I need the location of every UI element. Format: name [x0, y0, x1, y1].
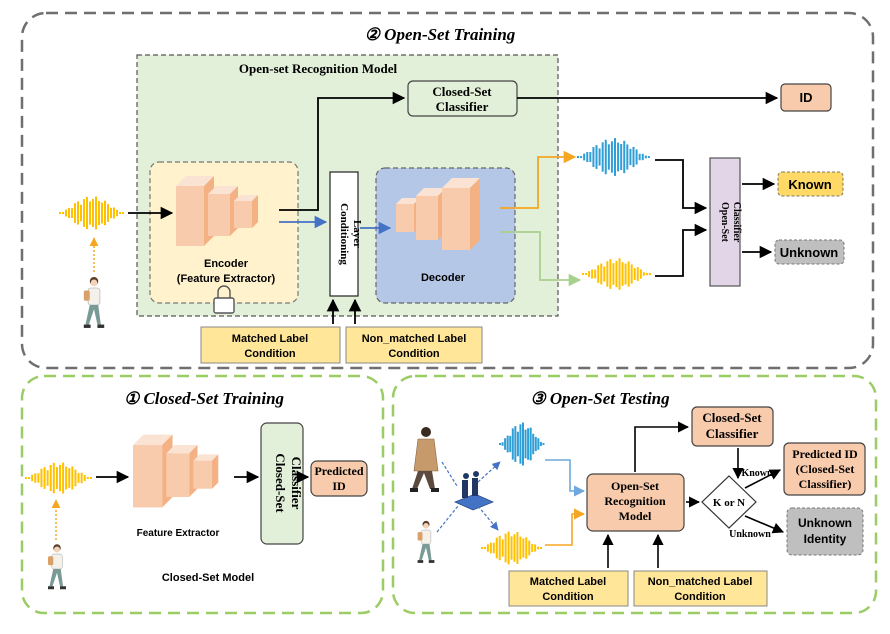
decision-label: K or N	[713, 497, 745, 509]
id-label: ID	[800, 90, 813, 105]
feature-extractor-blocks	[133, 434, 219, 508]
unknown-identity-line1: Unknown	[798, 516, 852, 530]
testing-predicted-line1: Predicted ID	[792, 447, 858, 461]
testing-blue-waveform	[499, 422, 545, 466]
closed-classifier-v-line1: Closed-Set	[273, 453, 288, 513]
predicted-id-box	[310, 460, 368, 497]
open-set-classifier-box	[709, 157, 741, 287]
radar-device-icon	[453, 471, 495, 511]
matched-line1: Matched Label	[232, 333, 308, 345]
radar-link-1	[441, 461, 458, 487]
feature-extractor-label: Feature Extractor	[137, 528, 220, 539]
matched-line2: Condition	[244, 348, 296, 360]
testing-panel-arrows	[545, 421, 785, 568]
unknown-label: Unknown	[780, 245, 839, 260]
top-panel-arrows	[128, 91, 779, 324]
decision-unknown-label: Unknown	[729, 529, 771, 540]
unknown-identity-line2: Identity	[804, 532, 847, 546]
testing-closed-line2: Classifier	[706, 426, 759, 441]
testing-walking-person-icon	[417, 520, 435, 564]
conditioning-label-2: Layer	[351, 220, 363, 248]
closed-classifier-line2: Classifier	[436, 99, 489, 114]
testing-closed-line1: Closed-Set	[702, 410, 762, 425]
nonmatched-label-condition-box	[345, 326, 483, 364]
testing-nonmatched-line1: Non_matched Label	[648, 576, 753, 588]
testing-matched-line2: Condition	[542, 591, 594, 603]
closed-classifier-vertical-box	[260, 422, 304, 545]
unknown-identity-box	[786, 507, 864, 556]
closed-input-waveform	[25, 462, 92, 494]
testing-orm-line2: Recognition	[604, 494, 666, 508]
id-box	[780, 83, 832, 112]
testing-predicted-id-box	[783, 442, 866, 496]
closed-walking-person-icon	[47, 543, 67, 590]
testing-closed-classifier-box	[691, 406, 774, 447]
nonmatched-line1: Non_matched Label	[362, 333, 467, 345]
testing-matched-condition-box	[508, 570, 629, 607]
decision-known-label: Known	[741, 468, 773, 479]
testing-nonmatched-line2: Condition	[674, 591, 726, 603]
closed-training-title: ① Closed-Set Training	[124, 389, 285, 408]
reconstructed-yellow-waveform	[582, 258, 651, 290]
testing-predicted-line3: Classifier)	[799, 477, 852, 491]
decoder-label: Decoder	[421, 272, 466, 284]
reconstructed-blue-waveform	[577, 138, 650, 176]
open-testing-panel	[391, 374, 878, 615]
encoder-label: Encoder	[204, 258, 249, 270]
nonmatched-line2: Condition	[388, 348, 440, 360]
open-classifier-line2: Classifier	[731, 202, 742, 243]
conditioning-layer	[329, 171, 359, 297]
testing-yellow-waveform	[481, 531, 543, 565]
walking-person-icon	[83, 276, 105, 329]
decision-diamond	[701, 475, 757, 529]
known-label: Known	[788, 177, 831, 192]
open-training-panel	[20, 11, 875, 370]
unknown-box	[774, 239, 845, 265]
orm-title: Open-set Recognition Model	[239, 61, 398, 76]
open-training-title: ② Open-Set Training	[365, 25, 516, 44]
radar-to-yellow-wave	[477, 505, 499, 531]
coat-walking-person-icon	[409, 426, 440, 493]
open-testing-title: ③ Open-Set Testing	[530, 389, 670, 408]
encoder-sublabel: (Feature Extractor)	[177, 273, 276, 285]
closed-training-panel	[20, 374, 385, 615]
matched-label-condition-box	[200, 326, 341, 364]
conditioning-label-1: Conditioning	[338, 203, 350, 265]
closed-set-model-caption: Closed-Set Model	[162, 572, 254, 584]
testing-nonmatched-condition-box	[633, 570, 768, 607]
testing-matched-line1: Matched Label	[530, 576, 606, 588]
known-box	[777, 171, 844, 197]
open-classifier-line1: Open-Set	[719, 202, 730, 243]
predicted-line1: Predicted	[314, 464, 363, 478]
testing-orm-box	[586, 473, 685, 532]
testing-predicted-line2: (Closed-Set	[796, 462, 855, 476]
radar-to-blue-wave	[477, 461, 501, 483]
radar-link-2	[436, 505, 459, 533]
closed-classifier-v-line2: Classifier	[289, 457, 304, 510]
input-waveform	[59, 196, 124, 230]
closed-classifier-line1: Closed-Set	[432, 84, 492, 99]
predicted-line2: ID	[332, 479, 346, 493]
testing-orm-line1: Open-Set	[611, 479, 659, 493]
testing-orm-line3: Model	[619, 509, 652, 523]
lock-icon	[213, 285, 235, 314]
